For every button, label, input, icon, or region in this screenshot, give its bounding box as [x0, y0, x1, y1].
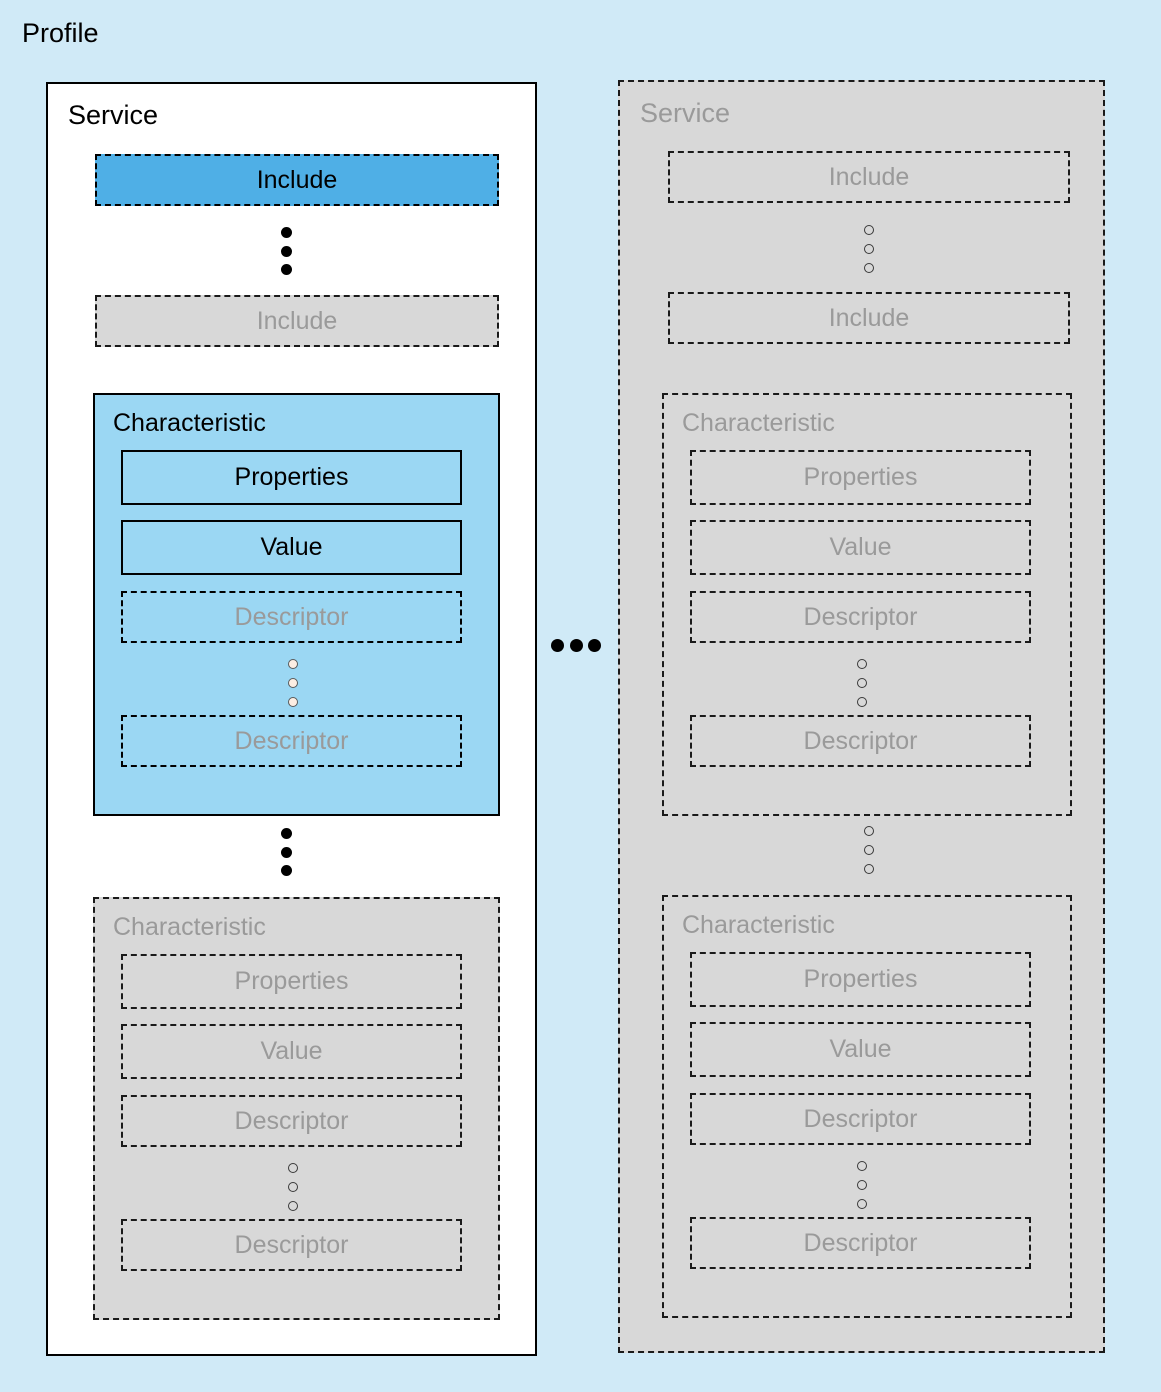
properties-block[interactable]: Properties [690, 952, 1031, 1007]
page-title: Profile [22, 18, 99, 48]
ellipsis-includes-vertical [864, 225, 874, 273]
ellipsis-services-horizontal [551, 638, 601, 652]
characteristic-label: Characteristic [113, 409, 266, 437]
include-block-highlighted[interactable]: Include [95, 154, 499, 206]
service-label: Service [640, 98, 731, 128]
value-block[interactable]: Value [690, 520, 1031, 575]
service-label: Service [68, 100, 159, 130]
descriptor-block[interactable]: Descriptor [690, 715, 1031, 767]
descriptor-block[interactable]: Descriptor [690, 591, 1031, 643]
descriptor-block[interactable]: Descriptor [690, 1093, 1031, 1145]
properties-block[interactable]: Properties [121, 450, 462, 505]
characteristic-block-dimmed[interactable]: Characteristic Properties Value Descript… [93, 897, 500, 1320]
characteristic-label: Characteristic [682, 911, 835, 939]
characteristic-label: Characteristic [113, 913, 266, 941]
descriptor-block[interactable]: Descriptor [121, 1095, 462, 1147]
value-block[interactable]: Value [690, 1022, 1031, 1077]
value-block[interactable]: Value [121, 520, 462, 575]
include-block-dimmed[interactable]: Include [668, 151, 1070, 203]
ellipsis-characteristics-vertical [864, 826, 874, 874]
descriptor-block[interactable]: Descriptor [121, 591, 462, 643]
ellipsis-descriptors-vertical [288, 1163, 298, 1211]
ellipsis-descriptors-vertical [857, 659, 867, 707]
descriptor-block[interactable]: Descriptor [690, 1217, 1031, 1269]
properties-block[interactable]: Properties [690, 450, 1031, 505]
descriptor-block[interactable]: Descriptor [121, 715, 462, 767]
include-block-dimmed[interactable]: Include [95, 295, 499, 347]
value-block[interactable]: Value [121, 1024, 462, 1079]
properties-block[interactable]: Properties [121, 954, 462, 1009]
characteristic-block-highlighted[interactable]: Characteristic Properties Value Descript… [93, 393, 500, 816]
service-block-dimmed[interactable]: Service Include Include Characteristic P… [618, 80, 1105, 1353]
include-block-dimmed[interactable]: Include [668, 292, 1070, 344]
characteristic-label: Characteristic [682, 409, 835, 437]
descriptor-block[interactable]: Descriptor [121, 1219, 462, 1271]
ellipsis-descriptors-vertical [857, 1161, 867, 1209]
characteristic-block-dimmed[interactable]: Characteristic Properties Value Descript… [662, 393, 1072, 816]
ellipsis-descriptors-vertical [288, 659, 298, 707]
ellipsis-includes-vertical [281, 227, 292, 275]
characteristic-block-dimmed[interactable]: Characteristic Properties Value Descript… [662, 895, 1072, 1318]
service-block-active[interactable]: Service Include Include Characteristic P… [46, 82, 537, 1356]
ellipsis-characteristics-vertical [281, 828, 292, 876]
